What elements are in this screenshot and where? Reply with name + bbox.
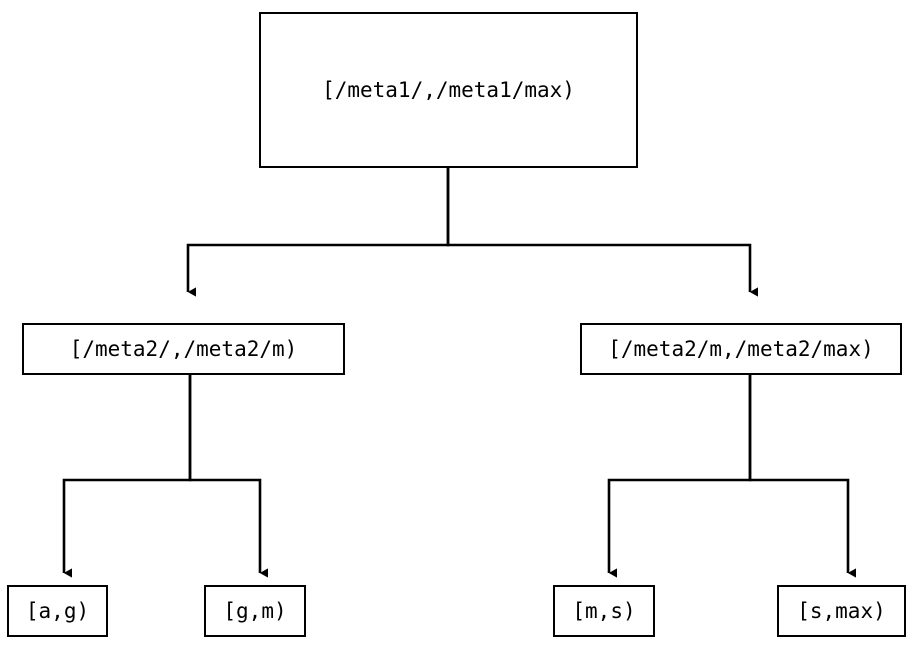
tree-node-leaf-gm[interactable]: [g,m) [204, 585, 306, 637]
tree-node-leaf-ms[interactable]: [m,s) [553, 585, 655, 637]
tree-node-leaf-ag[interactable]: [a,g) [7, 585, 108, 637]
tree-node-mid-left-label: [/meta2/,/meta2/m) [69, 336, 298, 361]
edge-root-to-mid-left [186, 168, 450, 297]
edge-mid-right-to-leaf-ms [607, 375, 752, 578]
tree-node-leaf-ms-label: [m,s) [572, 598, 636, 623]
edge-mid-right-to-leaf-smax [748, 375, 856, 578]
edge-root-to-mid-right [446, 168, 758, 297]
tree-node-root[interactable]: [/meta1/,/meta1/max) [259, 12, 638, 168]
edge-mid-left-to-leaf-ag [62, 375, 192, 578]
tree-node-leaf-ag-label: [a,g) [25, 598, 90, 623]
tree-node-mid-left[interactable]: [/meta2/,/meta2/m) [22, 323, 345, 375]
tree-node-mid-right[interactable]: [/meta2/m,/meta2/max) [580, 323, 902, 375]
tree-node-root-label: [/meta1/,/meta1/max) [322, 77, 575, 102]
tree-node-leaf-smax[interactable]: [s,max) [777, 585, 906, 637]
tree-node-leaf-smax-label: [s,max) [797, 598, 886, 623]
tree-node-leaf-gm-label: [g,m) [223, 598, 287, 623]
tree-node-mid-right-label: [/meta2/m,/meta2/max) [608, 336, 874, 361]
edge-mid-left-to-leaf-gm [188, 375, 268, 578]
